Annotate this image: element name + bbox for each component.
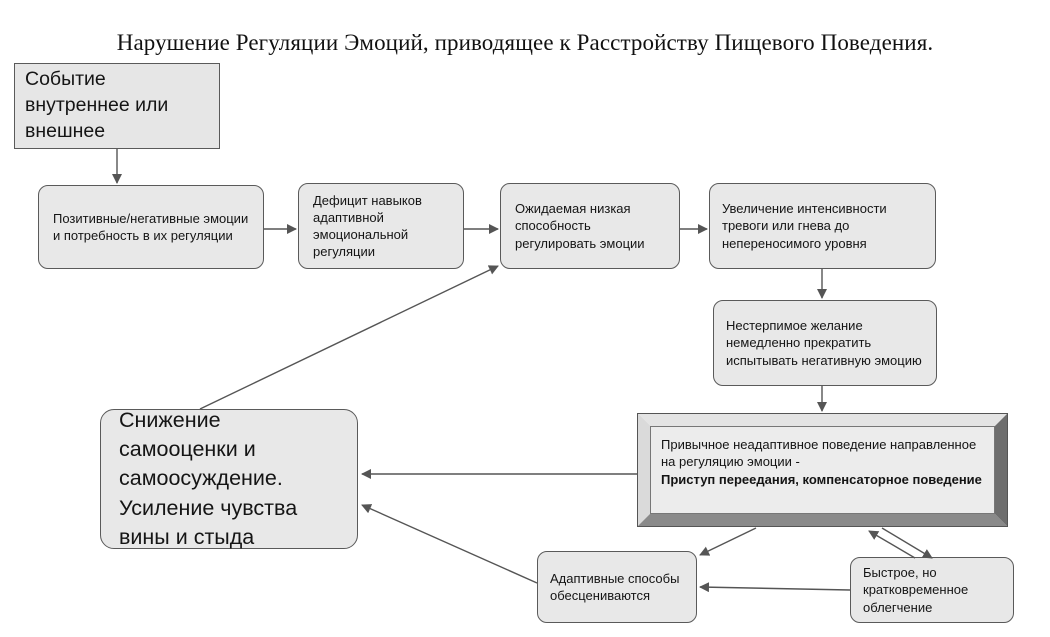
diagram-title: Нарушение Регуляции Эмоций, приводящее к… [116,30,934,55]
node-intensity: Увеличение интенсивности тревоги или гне… [709,183,936,269]
node-urge-label: Нестерпимое желание немедленно прекратит… [726,318,922,368]
node-deficit: Дефицит навыков адаптивной эмоциональной… [298,183,464,269]
node-low-ability-label: Ожидаемая низкая способность регулироват… [515,201,645,251]
node-behavior-text: Привычное неадаптивное поведение направл… [650,426,995,514]
arrow-behavior-to-relief [881,527,933,559]
node-deficit-label: Дефицит навыков адаптивной эмоциональной… [313,192,422,260]
arrow-relief-to-behavior [868,530,916,559]
node-adaptive-label: Адаптивные способы обесцениваются [550,570,680,603]
arrow-adaptive-to-self-esteem [361,504,538,584]
node-emotions-label: Позитивные/негативные эмоции и потребнос… [53,210,249,243]
node-event: Событие внутреннее или внешнее [14,63,220,149]
node-behavior-bold: Приступ переедания, компенсаторное повед… [661,471,982,487]
arrow-behavior-to-adaptive [699,527,757,556]
node-self-esteem-label: Снижение самооценки и самоосуждение. Уси… [119,407,298,549]
node-urge: Нестерпимое желание немедленно прекратит… [713,300,937,386]
node-adaptive: Адаптивные способы обесцениваются [537,551,697,623]
node-low-ability: Ожидаемая низкая способность регулироват… [500,183,680,269]
arrow-relief-to-adaptive [699,582,851,593]
node-emotions: Позитивные/негативные эмоции и потребнос… [38,185,264,269]
node-intensity-label: Увеличение интенсивности тревоги или гне… [722,201,887,251]
node-behavior-plain: Привычное неадаптивное поведение направл… [661,437,977,470]
node-self-esteem: Снижение самооценки и самоосуждение. Уси… [100,407,358,549]
arrow-self-esteem-to-low-ability [199,265,499,410]
node-behavior: Привычное неадаптивное поведение направл… [637,413,1008,527]
node-event-label: Событие внутреннее или внешнее [25,68,169,142]
node-relief-label: Быстрое, но кратковременное облегчение [863,565,969,615]
